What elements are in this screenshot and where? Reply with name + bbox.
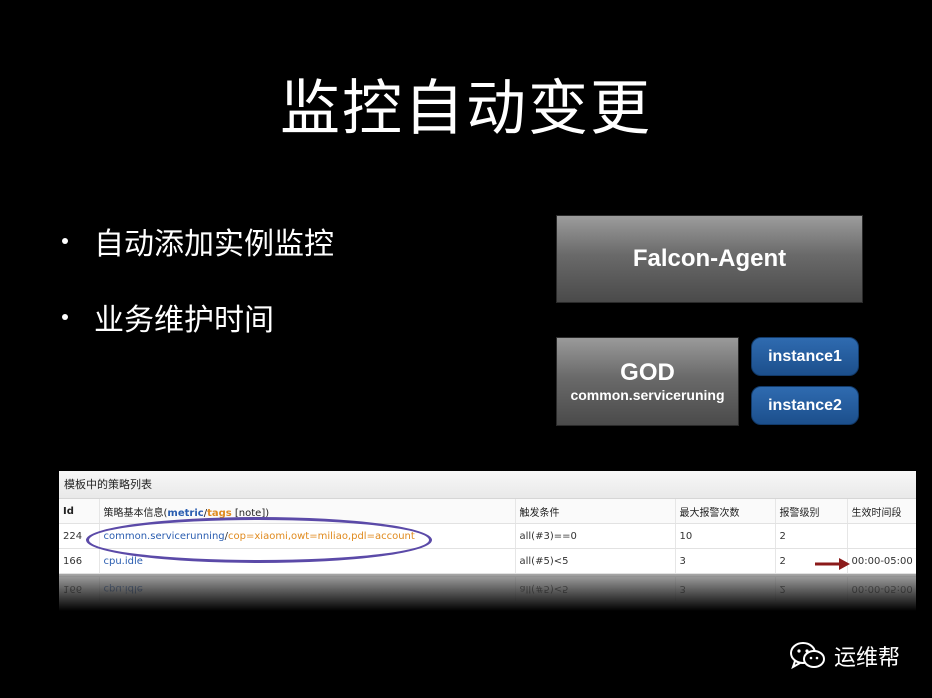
instance2-box: instance2 [751,386,859,425]
col-header-max-alarm: 最大报警次数 [675,499,776,524]
cell-trigger: all(#5)<5 [515,548,676,574]
cell-id: 166 [59,548,100,574]
bullet-text: 自动添加实例监控 [94,227,334,262]
cell-level: 2 [775,548,848,574]
reflection-fade [59,574,916,611]
bullet-item: 自动添加实例监控 [62,222,334,262]
god-sublabel: common.serviceruning [570,387,725,403]
instance1-box: instance1 [751,337,859,376]
col-header-level: 报警级别 [775,499,848,524]
bullet-dot-icon [62,314,68,320]
bullet-list: 自动添加实例监控 业务维护时间 [62,222,334,374]
col-header-effective: 生效时间段 [847,499,916,524]
cell-max: 3 [675,548,776,574]
falcon-agent-box: Falcon-Agent [556,215,863,303]
slide-title: 监控自动变更 [280,74,652,144]
col-header-trigger: 触发条件 [515,499,676,524]
god-label: GOD [620,359,675,386]
bullet-item: 业务维护时间 [62,298,334,338]
metric-link[interactable]: cpu.idle [103,555,143,567]
highlight-oval [86,517,432,563]
cell-trigger: all(#3)==0 [515,523,676,549]
cell-time [847,523,916,549]
cell-time: 00:00-05:00 [847,548,916,574]
arrow-right-icon [815,558,850,570]
wechat-icon [790,642,825,670]
cell-level: 2 [775,523,848,549]
table-header-row: Id 策略基本信息(metric/tags [note]) 触发条件 最大报警次… [59,499,916,524]
bullet-dot-icon [62,238,68,244]
cell-max: 10 [675,523,776,549]
strategy-table-panel: 模板中的策略列表 Id 策略基本信息(metric/tags [note]) 触… [59,471,916,611]
col-header-id: Id [59,499,100,524]
god-box: GOD common.serviceruning [556,337,739,426]
brand-name: 运维帮 [834,646,901,671]
bullet-text: 业务维护时间 [94,303,274,338]
panel-title: 模板中的策略列表 [59,471,916,499]
strategy-table: Id 策略基本信息(metric/tags [note]) 触发条件 最大报警次… [59,499,916,574]
col-header-info: 策略基本信息(metric/tags [note]) [99,499,516,524]
brand-logo: 运维帮 [790,640,900,672]
